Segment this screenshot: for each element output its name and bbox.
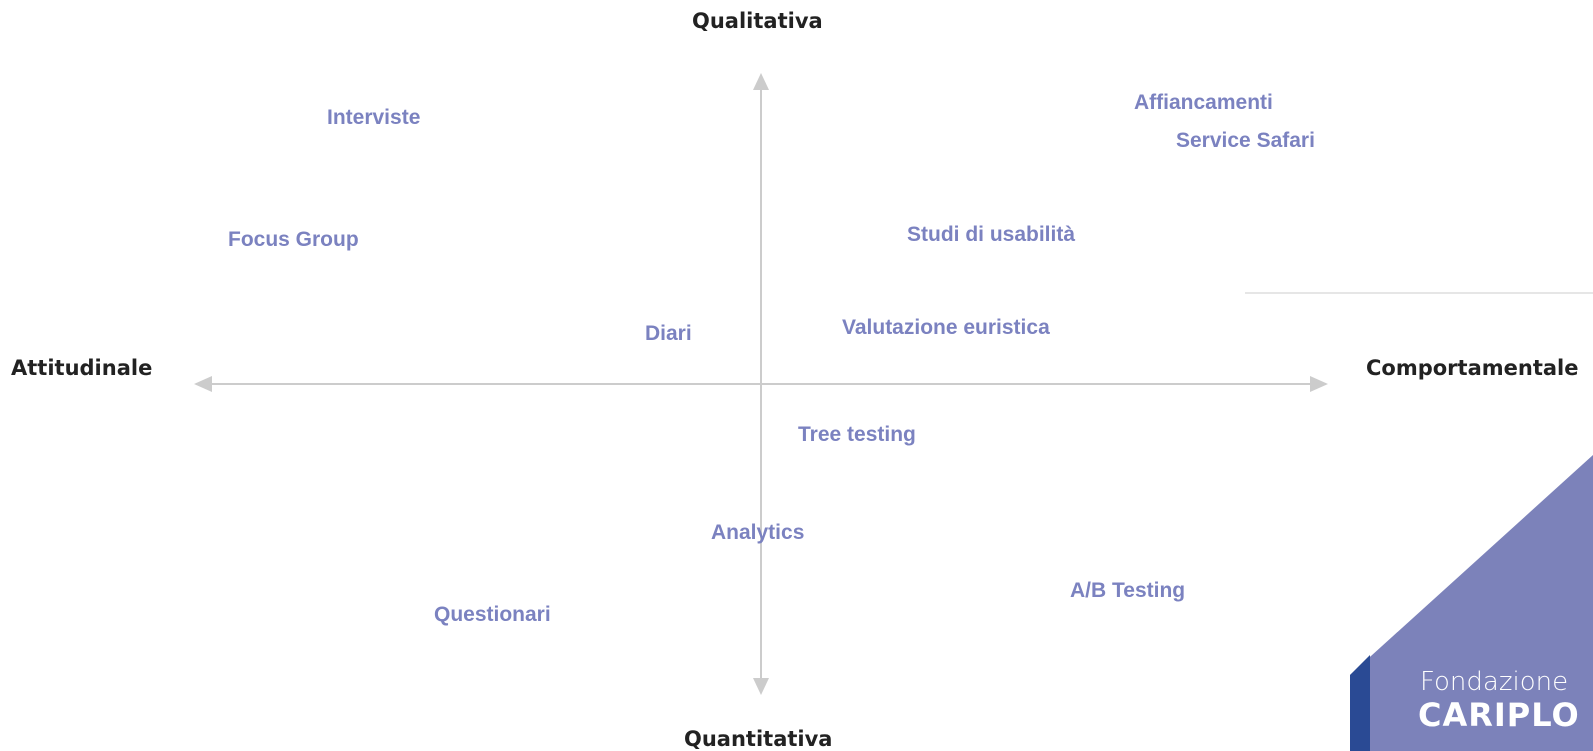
method-studi-di-usabilita: Studi di usabilità <box>907 223 1076 246</box>
method-analytics: Analytics <box>711 521 805 544</box>
fondazione-cariplo-logo: Fondazione CARIPLO <box>1350 455 1593 751</box>
method-diari: Diari <box>645 322 692 345</box>
axis-label-top: Qualitativa <box>692 9 823 33</box>
left-arrowhead <box>194 376 212 392</box>
axis-label-left: Attitudinale <box>11 356 153 380</box>
method-valutazione-euristica: Valutazione euristica <box>842 316 1050 339</box>
logo-text-cariplo: CARIPLO <box>1418 696 1580 734</box>
method-ab-testing: A/B Testing <box>1070 579 1186 602</box>
logo-shape <box>1350 455 1593 751</box>
axis-label-right: Comportamentale <box>1366 356 1579 380</box>
bottom-arrowhead <box>753 678 769 695</box>
method-affiancamenti: Affiancamenti <box>1134 91 1273 114</box>
top-arrowhead <box>753 73 769 90</box>
method-tree-testing: Tree testing <box>798 423 916 446</box>
right-arrowhead <box>1310 376 1328 392</box>
logo-text-fondazione: Fondazione <box>1420 667 1569 697</box>
method-questionari: Questionari <box>434 603 551 626</box>
method-interviste: Interviste <box>327 106 421 129</box>
method-service-safari: Service Safari <box>1176 129 1315 152</box>
axis-label-bottom: Quantitativa <box>684 727 833 751</box>
method-focus-group: Focus Group <box>228 228 359 251</box>
